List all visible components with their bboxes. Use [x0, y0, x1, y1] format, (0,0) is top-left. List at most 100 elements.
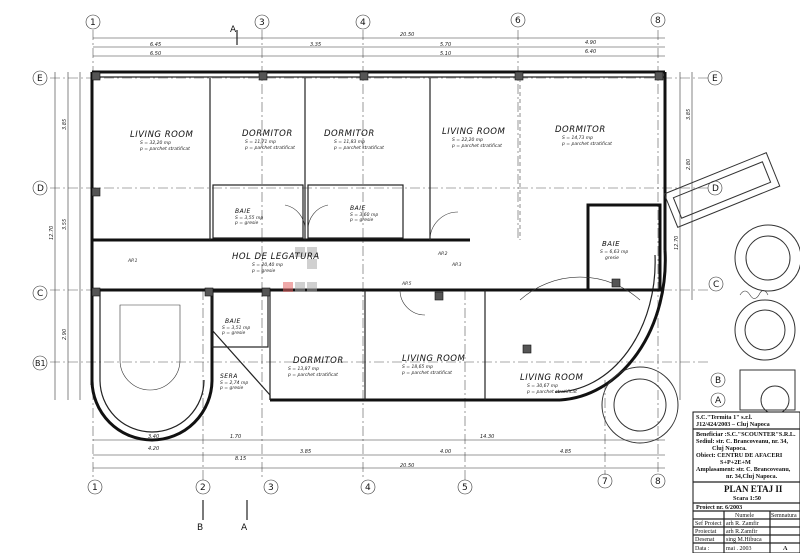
label: 5 — [462, 483, 468, 493]
axis-bubble: 6 — [510, 12, 526, 28]
dimension-texts: 20.50 6.45 3.35 5.70 4.90 6.50 5.10 6.40… — [49, 32, 692, 469]
label: D — [37, 184, 44, 194]
label: AP.1 — [127, 258, 138, 264]
label: Obiect: CENTRU DE AFACERI — [696, 452, 783, 459]
axis-bubble: 1 — [87, 479, 103, 495]
label: 20.50 — [400, 32, 414, 38]
label: 2.90 — [62, 329, 68, 340]
drawing-line — [399, 289, 426, 316]
columns — [91, 71, 664, 354]
axis-bubble: C — [32, 285, 48, 301]
label: D — [712, 184, 719, 194]
label: BAIE — [602, 240, 620, 248]
label: 8 — [655, 16, 661, 26]
drawing-line — [355, 14, 371, 30]
drawing-line — [258, 71, 268, 81]
label: Numele — [735, 513, 754, 519]
axis-bubble: 4 — [360, 479, 376, 495]
label: Cluj Napoca. — [712, 445, 747, 452]
label: BAIE — [225, 318, 241, 325]
label: p = gresie — [251, 268, 276, 274]
label: Sef Proiect — [695, 520, 722, 527]
drawing-line — [91, 71, 101, 81]
company-stamp — [739, 369, 796, 415]
label: 14.30 — [480, 434, 494, 440]
drawing-line — [611, 278, 621, 288]
drawing-line — [295, 247, 305, 257]
label: 3.85 — [300, 449, 311, 455]
rectangular-stamp — [663, 152, 781, 228]
label: Amplasament: str. C. Brancoveanu, — [696, 466, 791, 473]
label: DORMITOR — [242, 129, 293, 139]
label: p = parchet stratificat — [287, 372, 338, 378]
label: mai . 2003 — [726, 546, 752, 552]
label: S = 3,55 mp — [235, 215, 263, 221]
label: LIVING ROOM — [402, 354, 465, 364]
label: PLAN ETAJ II — [724, 484, 783, 494]
axis-bubble: D — [32, 180, 48, 196]
label: C — [713, 280, 719, 290]
label: S = 20,40 mp — [252, 262, 283, 268]
label: S = 18,65 mp — [402, 364, 433, 370]
title-block: S.C."Termita 1" s.r.l. J12/424/2003 – Cl… — [692, 411, 800, 553]
label: arh R. Zamfir — [726, 520, 759, 527]
axis-labels: 1 3 4 6 8 1 2 3 4 5 7 8 E D C B1 E D C B… — [32, 12, 726, 533]
label: p = parchet stratificat — [333, 145, 384, 151]
label: 4.00 — [440, 449, 451, 455]
drawing-line — [87, 479, 103, 495]
axis-bubble: A — [710, 392, 726, 408]
drawing-line — [601, 366, 679, 444]
label: A — [230, 25, 237, 35]
label: Data : — [695, 546, 710, 552]
label: gresie — [605, 255, 619, 261]
label: 8.15 — [235, 456, 246, 462]
drawing-line — [613, 378, 667, 432]
label: 12.70 — [49, 226, 55, 240]
dimension-lines — [54, 37, 693, 469]
watermark-logo — [283, 247, 317, 292]
drawing-line — [708, 276, 724, 292]
drawing-line — [32, 285, 48, 301]
axis-bubble: 5 — [457, 479, 473, 495]
apartment-tags: AP.1 AP.2 AP.3 AP.5 — [127, 251, 462, 287]
label: 4 — [360, 18, 366, 28]
drawing-line — [295, 282, 305, 292]
label: 4.85 — [560, 449, 571, 455]
axis-bubble: 1 — [85, 14, 101, 30]
label: 6 — [515, 16, 521, 26]
label: p = parchet stratificat — [401, 370, 452, 376]
label: S = 2,74 mp — [220, 380, 248, 386]
label: 8 — [655, 477, 661, 487]
drawing-line — [284, 204, 306, 231]
drawing-line — [510, 12, 526, 28]
axis-bubble: 2 — [195, 479, 211, 495]
label: 3.55 — [62, 219, 68, 230]
label: p = parchet stratificat — [561, 141, 612, 147]
drawing-line — [734, 224, 800, 292]
label: AP.5 — [401, 281, 412, 287]
label: B1 — [35, 359, 46, 368]
label: B — [715, 376, 721, 386]
section-mark-a-bottom: A — [241, 500, 248, 533]
section-mark-a: A — [230, 25, 238, 45]
label: 2.80 — [686, 159, 692, 170]
label: AP.3 — [451, 262, 462, 268]
drawing-line — [707, 70, 723, 86]
drawing-line — [283, 282, 293, 292]
label: p = gresie — [349, 217, 374, 223]
label: LIVING ROOM — [130, 130, 193, 140]
axis-bubble: 4 — [355, 14, 371, 30]
label: nr. 34,Cluj Napoca. — [726, 473, 778, 480]
axis-bubble: E — [32, 70, 48, 86]
label: DORMITOR — [555, 125, 606, 135]
label: 6.40 — [585, 49, 596, 55]
axis-bubble: 3 — [254, 14, 270, 30]
